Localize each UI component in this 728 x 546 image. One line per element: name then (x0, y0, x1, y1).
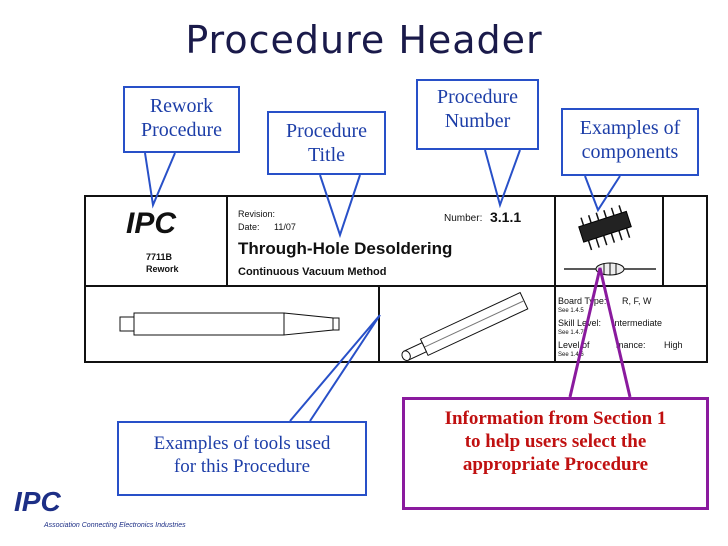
callout-procedure-number: Procedure Number (416, 79, 539, 150)
procedure-heading: Through-Hole Desoldering (238, 239, 453, 258)
callout-line: for this Procedure (173, 455, 311, 477)
footer-tagline: Association Connecting Electronics Indus… (44, 522, 186, 529)
callout-rework-procedure: Rework Procedure (123, 86, 240, 153)
callout-examples-components: Examples of components (561, 108, 699, 176)
revision-label: Revision: (238, 209, 276, 219)
callout-line: Number (444, 110, 511, 132)
page-title: Procedure Header (185, 18, 543, 62)
date-label: Date: (238, 222, 260, 232)
callout-line: appropriate Procedure (462, 453, 649, 475)
skill-level-value: Intermediate (612, 318, 663, 328)
col-divider (662, 197, 664, 285)
board-type-value: R, F, W (622, 296, 652, 306)
standard-category: Rework (146, 264, 179, 274)
callout-line: Procedure (140, 119, 223, 141)
callout-examples-tools: Examples of tools used for this Procedur… (117, 421, 367, 496)
col-divider (226, 197, 228, 285)
see-reference: See 1.4.6 (558, 352, 584, 358)
see-reference: See 1.4.7 (558, 330, 584, 336)
see-reference: See 1.4.5 (558, 308, 584, 314)
callout-section1-info: Information from Section 1 to help users… (402, 397, 709, 510)
date-value: 11/07 (274, 222, 296, 232)
procedure-header-form: IPC 7711B Rework Revision: Date: 11/07 N… (84, 195, 708, 363)
level-value: High (664, 340, 683, 350)
procedure-subheading: Continuous Vacuum Method (238, 266, 387, 278)
callout-line: Rework (149, 95, 214, 117)
footer-ipc-logo: IPC (14, 486, 61, 517)
board-type-label: Board Type: (558, 296, 607, 306)
col-divider (554, 197, 556, 363)
level-label-cont: mance: (616, 340, 646, 350)
row-divider (86, 285, 706, 287)
components-illustration (564, 205, 656, 276)
tool-tip-illustration (119, 312, 340, 336)
callout-line: Procedure (436, 86, 519, 108)
callout-line: Information from Section 1 (444, 408, 667, 429)
callout-procedure-title: Procedure Title (267, 111, 386, 175)
ipc-logo: IPC (126, 207, 177, 240)
callout-line: to help users select the (464, 430, 647, 452)
number-value: 3.1.1 (490, 209, 522, 225)
callout-line: Title (307, 144, 346, 166)
skill-level-label: Skill Level: (558, 318, 602, 328)
callout-line: components (581, 141, 679, 163)
tool-nozzle-illustration (401, 291, 529, 362)
callout-line: Procedure (285, 120, 368, 142)
standard-code: 7711B (146, 252, 173, 262)
level-label: Level of (558, 340, 590, 350)
number-label: Number: (444, 213, 483, 224)
callout-line: Examples of tools used (153, 433, 331, 454)
callout-line: Examples of (579, 117, 681, 139)
